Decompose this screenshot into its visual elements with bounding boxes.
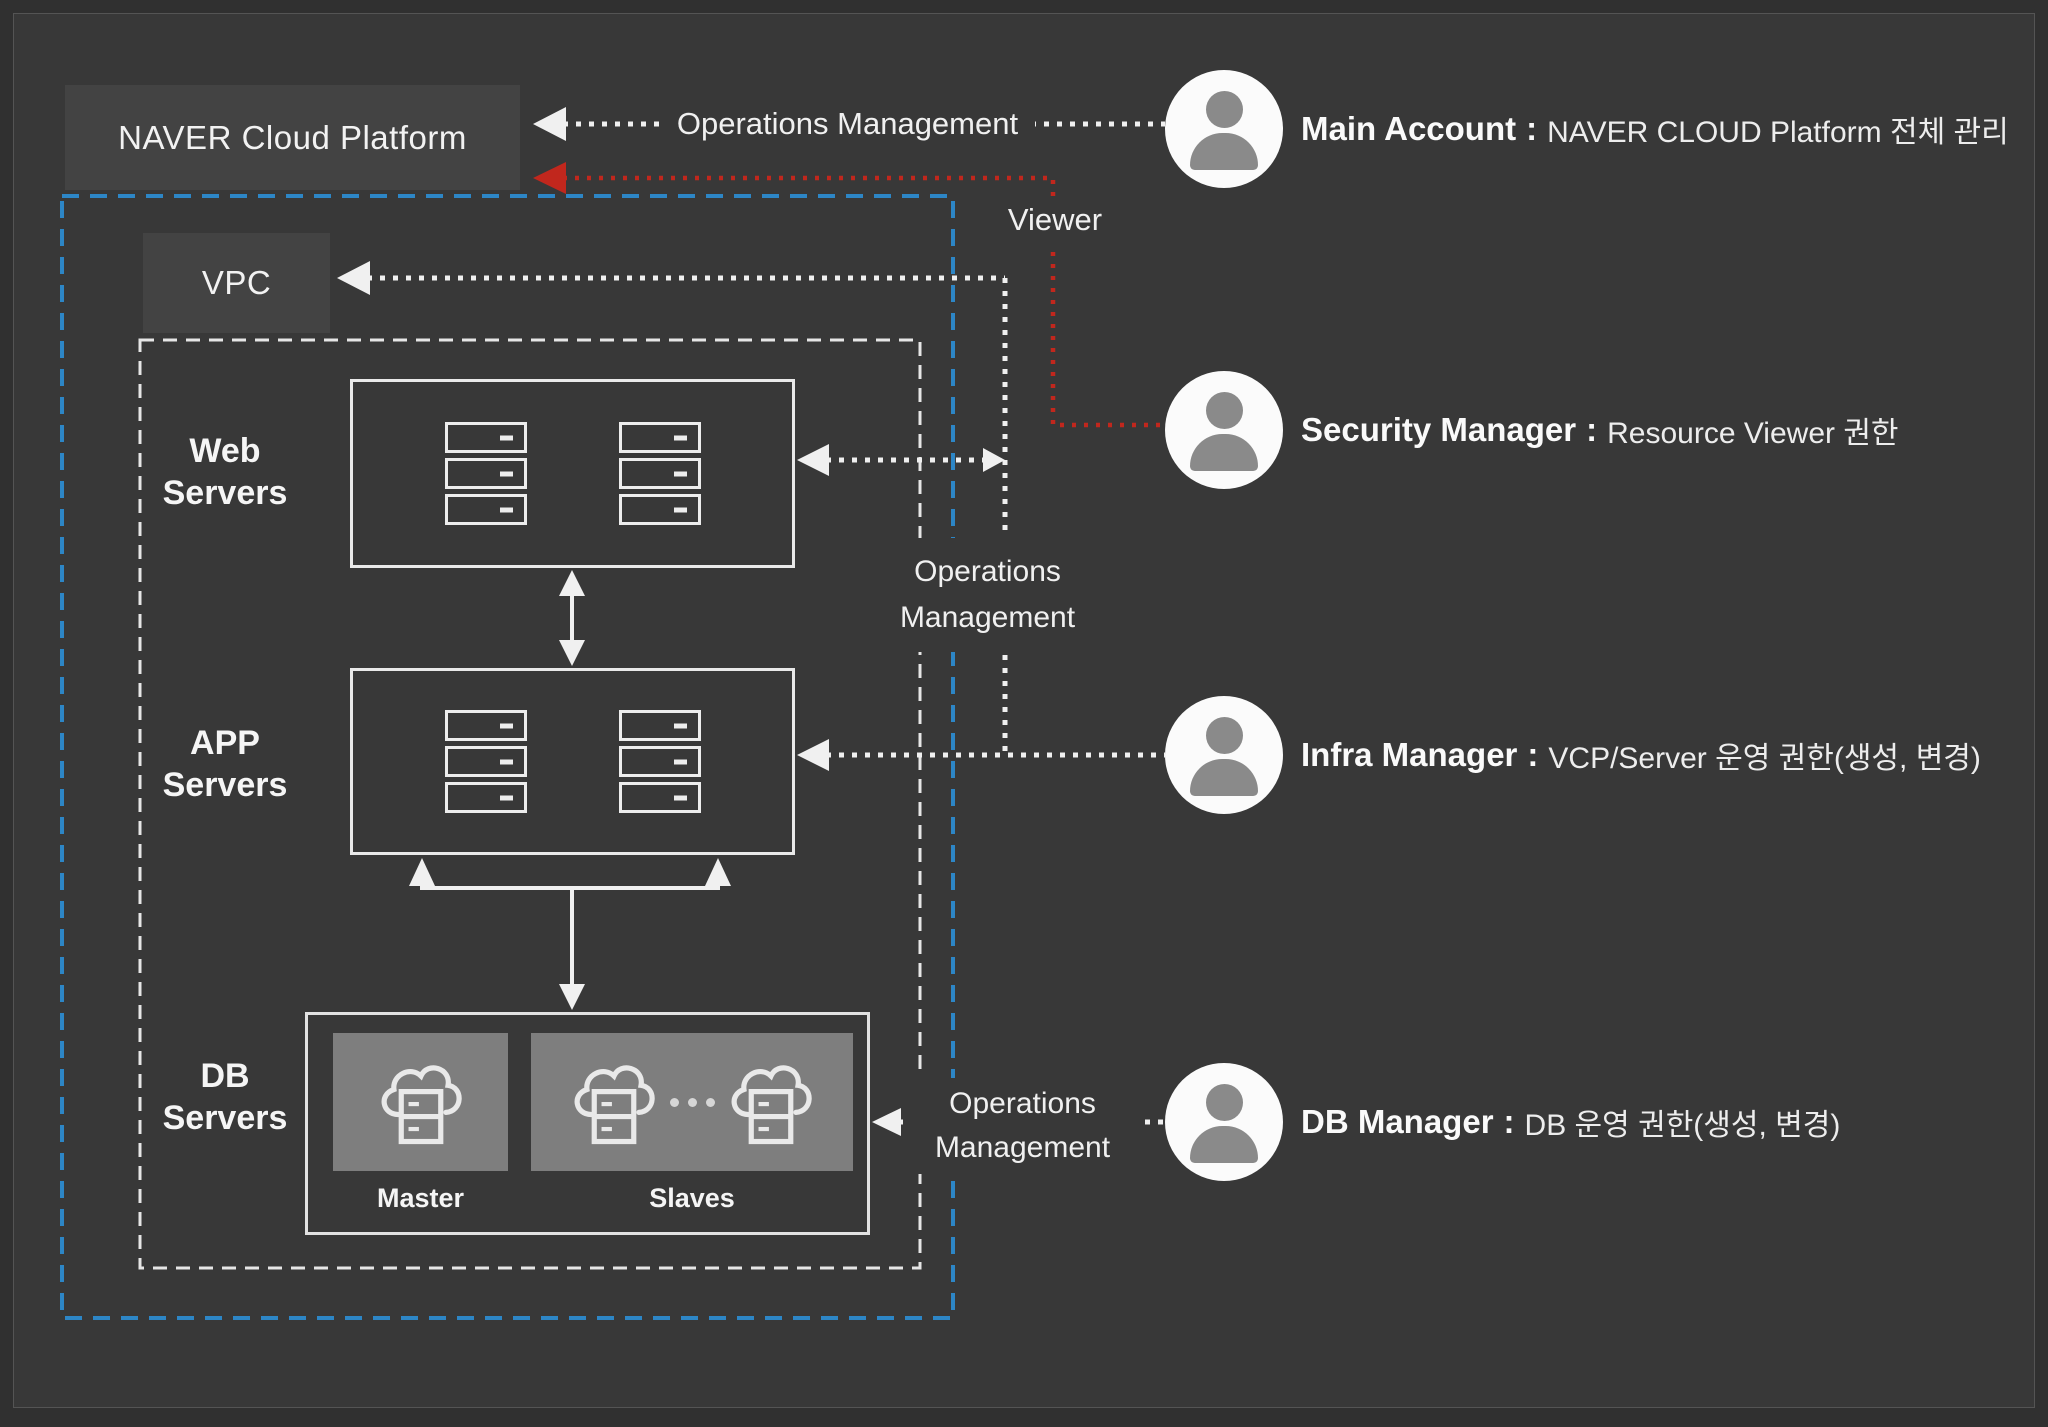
account-name: DB Manager — [1301, 1103, 1494, 1140]
cloud-database-icon — [731, 1065, 812, 1145]
main-account-row: Main Account : NAVER CLOUD Platform 전체 관… — [1301, 70, 2009, 188]
account-description: Resource Viewer 권한 — [1607, 417, 1899, 450]
vpc-ops-line — [337, 261, 1008, 755]
infra-ops-line — [797, 739, 1165, 771]
db-master-panel — [333, 1033, 508, 1171]
vpc-boundary — [138, 338, 922, 1270]
arrowhead-right-icon — [983, 448, 1005, 472]
arrowhead-left-icon — [797, 739, 829, 771]
account-separator: : — [1586, 411, 1598, 448]
user-icon — [1165, 1063, 1283, 1181]
vpc-ops-label-line1: Operations — [914, 555, 1061, 588]
user-icon-body — [1190, 133, 1258, 170]
user-icon-head — [1205, 392, 1243, 429]
app-servers-box — [350, 668, 795, 855]
platform-label: NAVER Cloud Platform — [65, 85, 520, 190]
web-label-line2: Servers — [162, 474, 288, 512]
web-servers-box — [350, 379, 795, 568]
db-label-line1: DB — [200, 1057, 250, 1095]
user-icon-body — [1190, 759, 1258, 796]
web-ops-branch — [797, 444, 1005, 476]
arrowhead-left-icon — [533, 107, 566, 141]
db-servers-label: DB Servers — [120, 1055, 330, 1139]
slaves-label: Slaves — [649, 1183, 735, 1213]
web-label-line1: Web — [189, 432, 261, 470]
arrowhead-down-icon — [559, 640, 585, 666]
user-icon — [1165, 70, 1283, 188]
app-label-line2: Servers — [162, 766, 288, 804]
db-manager-row: DB Manager : DB 운영 권한(생성, 변경) — [1301, 1063, 1840, 1181]
db-ops-label: Operations Management — [905, 1078, 1140, 1174]
arrowhead-down-icon — [559, 984, 585, 1010]
db-label-line2: Servers — [162, 1099, 288, 1137]
master-label: Master — [376, 1183, 465, 1213]
arrowhead-left-red-icon — [533, 162, 566, 194]
account-description: DB 운영 권한(생성, 변경) — [1524, 1109, 1841, 1142]
server-rack-icon — [444, 710, 527, 813]
user-icon-head — [1205, 91, 1243, 128]
account-name: Security Manager — [1301, 411, 1577, 448]
db-ops-label-line2: Management — [934, 1131, 1111, 1164]
cloud-database-icon — [381, 1065, 462, 1145]
web-servers-label: Web Servers — [120, 430, 330, 514]
db-slaves-panel — [531, 1033, 853, 1171]
account-separator: : — [1527, 736, 1539, 773]
vpc-ops-label-line2: Management — [899, 601, 1076, 634]
account-name: Infra Manager — [1301, 736, 1518, 773]
cloud-database-icon — [574, 1065, 655, 1145]
arrowhead-left-icon — [872, 1108, 901, 1136]
ellipsis-icon — [669, 1097, 715, 1107]
arrowhead-left-icon — [797, 444, 829, 476]
account-description: VCP/Server 운영 권한(생성, 변경) — [1548, 742, 1981, 775]
vpc-ops-label: Operations Management — [895, 538, 1080, 652]
account-separator: : — [1503, 1103, 1515, 1140]
server-rack-icon — [618, 710, 701, 813]
user-icon-head — [1205, 1084, 1243, 1121]
account-separator: : — [1526, 110, 1538, 147]
account-name: Main Account — [1301, 110, 1517, 147]
user-icon — [1165, 371, 1283, 489]
web-app-arrow — [559, 570, 585, 666]
arrowhead-up-icon — [409, 858, 435, 886]
security-manager-row: Security Manager : Resource Viewer 권한 — [1301, 371, 1899, 489]
viewer-label: Viewer — [1000, 196, 1110, 244]
vpc-label: VPC — [143, 233, 330, 333]
arrowhead-left-icon — [337, 261, 370, 295]
db-ops-label-line1: Operations — [949, 1087, 1096, 1120]
main-ops-label: Operations Management — [660, 100, 1035, 148]
app-label-line1: APP — [190, 724, 260, 762]
arrowhead-up-icon — [559, 570, 585, 596]
user-icon — [1165, 696, 1283, 814]
viewer-line — [533, 162, 1165, 428]
app-servers-label: APP Servers — [120, 722, 330, 806]
db-servers-box: Master Slaves — [305, 1012, 870, 1235]
account-description: NAVER CLOUD Platform 전체 관리 — [1547, 116, 2009, 149]
user-icon-body — [1190, 1126, 1258, 1163]
user-icon-body — [1190, 434, 1258, 471]
app-db-branch — [409, 858, 731, 1010]
platform-label-text: NAVER Cloud Platform — [118, 118, 467, 156]
server-rack-icon — [444, 422, 527, 525]
infra-manager-row: Infra Manager : VCP/Server 운영 권한(생성, 변경) — [1301, 696, 1981, 814]
arrowhead-up-icon — [705, 858, 731, 886]
user-icon-head — [1205, 717, 1243, 754]
server-rack-icon — [618, 422, 701, 525]
vpc-label-text: VPC — [201, 264, 272, 301]
